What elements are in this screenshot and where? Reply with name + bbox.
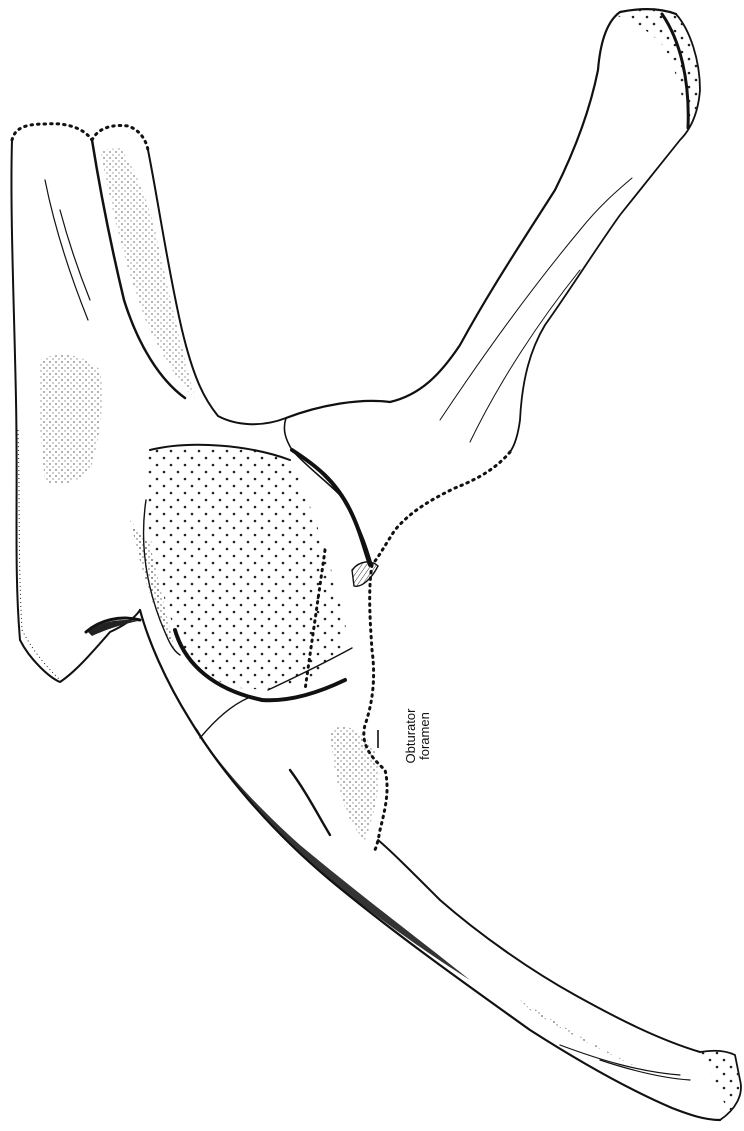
pubis bbox=[284, 9, 700, 586]
label-line-1: Obturator bbox=[404, 704, 418, 768]
label-line-2: foramen bbox=[418, 704, 432, 768]
obturator-foramen-label: Obturator foramen bbox=[404, 704, 432, 768]
acetabulum bbox=[130, 445, 352, 700]
